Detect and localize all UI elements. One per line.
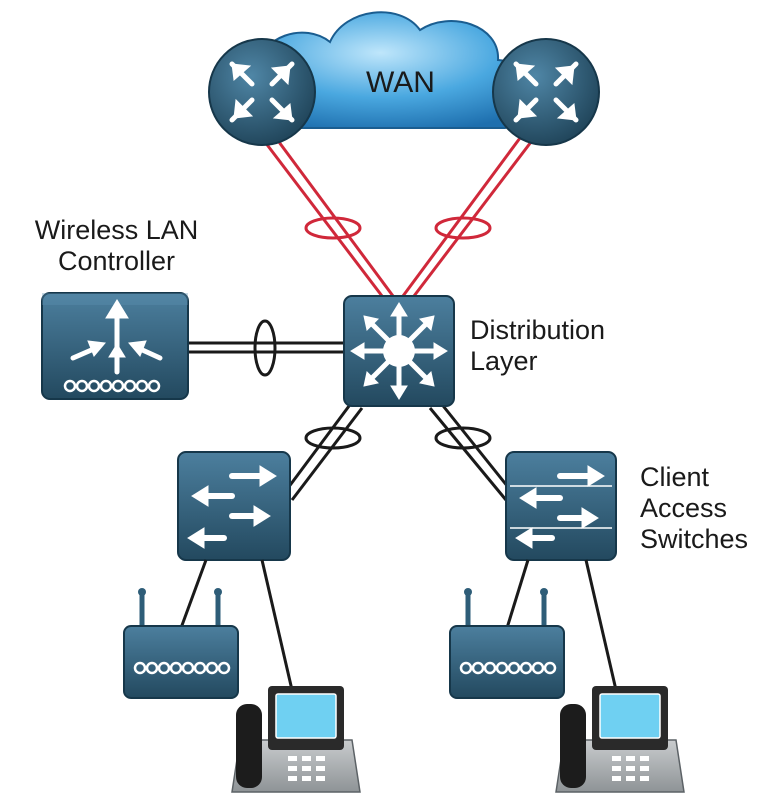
access-link-right — [428, 401, 514, 501]
wan-etherchannel-right-icon — [434, 216, 492, 240]
wlc-label-line2: Controller — [57, 246, 176, 276]
distribution-label-line2: Layer — [470, 346, 538, 376]
left-endpoint-cables — [179, 559, 294, 691]
wan-etherchannel-left-icon — [304, 216, 362, 240]
access-link-left — [283, 401, 364, 501]
wan-router-right-icon — [492, 38, 600, 146]
access-switch-right-icon — [505, 451, 617, 561]
access-point-left-icon — [123, 588, 239, 699]
access-switch-left-icon — [177, 451, 291, 561]
distribution-switch-icon — [343, 295, 455, 407]
wlc-label-line1: Wireless LAN — [34, 215, 199, 245]
wireless-lan-controller-icon — [41, 292, 189, 400]
distribution-label-line1: Distribution — [470, 315, 606, 345]
wlc-link — [188, 341, 344, 354]
access-label-line1: Client — [640, 462, 710, 492]
access-point-right-icon — [449, 588, 565, 699]
wan-router-left-icon — [208, 38, 316, 146]
wlc-etherchannel-icon — [253, 319, 277, 377]
right-endpoint-cables — [505, 559, 618, 691]
access-etherchannel-left-icon — [304, 426, 362, 450]
access-etherchannel-right-icon — [434, 426, 492, 450]
client-access-switches-label: Client Access Switches — [640, 462, 748, 555]
ip-phone-right-icon — [555, 686, 685, 793]
access-label-line2: Access — [640, 493, 728, 523]
ip-phone-left-icon — [231, 686, 361, 793]
wireless-lan-controller-label: Wireless LAN Controller — [14, 215, 219, 277]
distribution-layer-label: Distribution Layer — [470, 315, 605, 377]
wan-label: WAN — [366, 66, 435, 99]
access-label-line3: Switches — [640, 524, 749, 554]
